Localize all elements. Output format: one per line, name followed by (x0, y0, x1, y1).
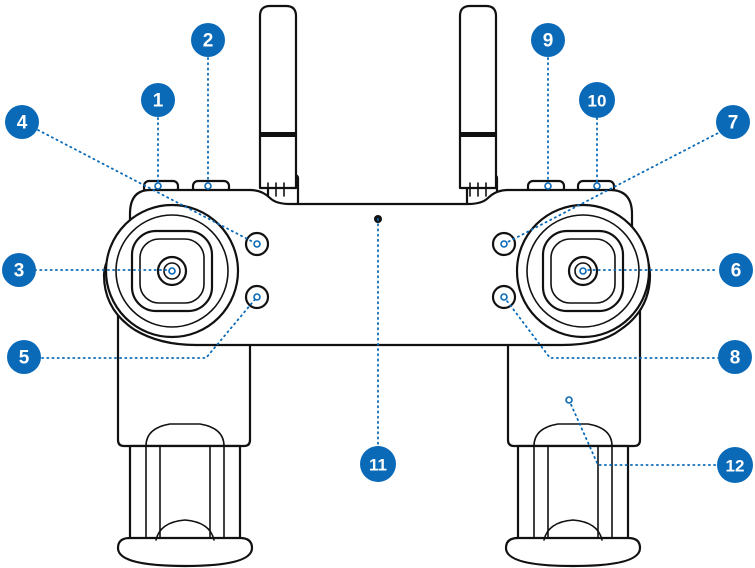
right-antenna (458, 4, 499, 207)
callout-badge-4: 4 (5, 105, 39, 139)
callout-number-1: 1 (153, 91, 164, 112)
callout-number-7: 7 (728, 113, 739, 134)
callout-dot-10 (593, 182, 601, 190)
callout-badge-3: 3 (2, 253, 36, 287)
callout-badge-11: 11 (360, 446, 396, 482)
callout-dot-2 (204, 182, 212, 190)
callout-number-12: 12 (726, 457, 745, 476)
callout-badge-2: 2 (191, 23, 225, 57)
callout-dot-1 (154, 182, 162, 190)
callout-number-9: 9 (543, 31, 554, 52)
callout-number-4: 4 (17, 113, 28, 134)
left-grip (116, 308, 254, 568)
callout-badge-5: 5 (7, 340, 41, 374)
callout-number-6: 6 (731, 261, 742, 282)
callout-dot-9 (544, 182, 552, 190)
callout-badge-9: 9 (531, 23, 565, 57)
callout-line-8 (503, 296, 721, 359)
callout-number-11: 11 (369, 456, 387, 475)
callout-badge-1: 1 (141, 83, 175, 117)
callout-line-4 (37, 129, 258, 245)
callout-line-12 (568, 399, 719, 466)
callout-lines (34, 57, 725, 466)
callout-badge-8: 8 (718, 340, 752, 374)
callout-number-3: 3 (14, 261, 25, 282)
callout-dots (154, 182, 601, 404)
callout-dot-4 (253, 240, 261, 248)
callout-number-5: 5 (19, 348, 30, 369)
callout-badge-7: 7 (716, 105, 750, 139)
callout-badge-10: 10 (579, 82, 615, 118)
callout-dot-12 (565, 396, 573, 404)
callout-dot-7 (500, 240, 508, 248)
right-grip (504, 308, 642, 568)
callout-number-2: 2 (203, 31, 214, 52)
callout-line-7 (503, 129, 725, 245)
callout-badge-6: 6 (719, 253, 753, 287)
left-antenna (258, 4, 300, 207)
callout-dot-5 (253, 293, 261, 301)
callout-number-10: 10 (588, 92, 607, 111)
callout-dot-3 (168, 267, 176, 275)
callout-dot-6 (579, 267, 587, 275)
callout-dot-8 (500, 293, 508, 301)
callout-badge-12: 12 (717, 447, 753, 483)
callout-number-8: 8 (730, 348, 741, 369)
